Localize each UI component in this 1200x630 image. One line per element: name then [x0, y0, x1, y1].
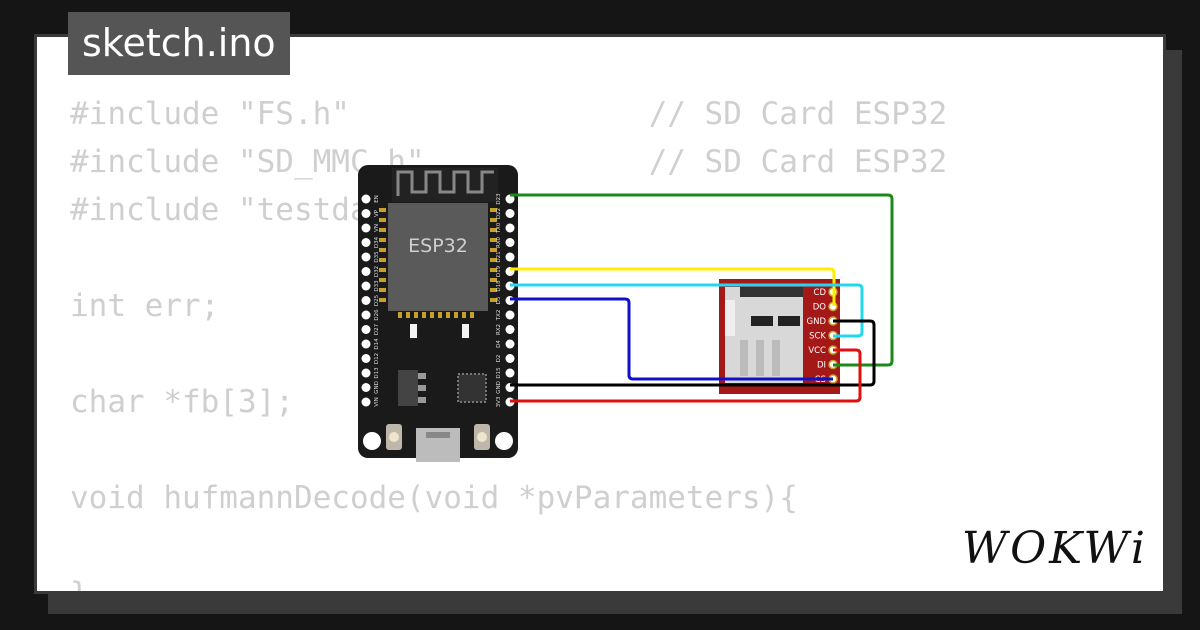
code-line: int err; — [70, 288, 220, 324]
pin-label: RX2 — [496, 324, 502, 335]
pin-label: D15 — [496, 367, 502, 379]
sd-pin-label: VCC — [808, 346, 826, 356]
pin-label: D14 — [374, 338, 380, 350]
pin-label: GND — [496, 381, 502, 394]
pin-label: VIN — [374, 397, 380, 407]
pin-label: D12 — [374, 353, 380, 364]
pin-label: D13 — [374, 367, 380, 379]
wire-d23-di[interactable] — [510, 193, 894, 367]
pin-label: D18 — [496, 280, 502, 292]
pin-label: D2 — [496, 355, 502, 363]
pin-label: D33 — [374, 280, 380, 292]
pin-label: 3V3 — [496, 396, 502, 407]
wire-d18-sck[interactable] — [510, 283, 864, 338]
sd-pin-label: SCK — [809, 332, 826, 342]
pin-label: D32 — [374, 266, 380, 277]
pin-label: D34 — [374, 236, 380, 248]
sd-pin-label: GND — [807, 317, 827, 327]
pin-label: EN — [374, 195, 380, 203]
code-line: char *fb[3]; — [70, 384, 294, 420]
pin-label: VP — [374, 209, 380, 217]
sd-card-module[interactable]: CD DO GND SCK VCC DI CS — [719, 279, 840, 394]
pin-label: D22 — [496, 208, 502, 219]
code-line: #include "FS.h" // SD Card ESP32 — [70, 96, 948, 132]
code-line: void hufmannDecode(void *pvParameters){ — [70, 480, 798, 516]
pin-label: RX0 — [496, 236, 502, 248]
wire-d19-do[interactable] — [510, 267, 836, 306]
code-editor[interactable]: #include "FS.h" // SD Card ESP32 #include… — [70, 90, 948, 594]
pin-label: GND — [374, 381, 380, 394]
code-line: } — [70, 576, 89, 594]
pin-label: D26 — [374, 309, 380, 321]
sd-pin-label: DO — [813, 303, 827, 313]
file-tab[interactable]: sketch.ino — [68, 12, 290, 75]
sd-pin-label: DI — [817, 361, 826, 371]
pin-label: D19 — [496, 265, 502, 277]
pin-label: VN — [374, 224, 380, 232]
esp32-board[interactable]: ESP32 EN VP — [358, 165, 518, 462]
wokwi-logo: WOKWi — [961, 523, 1148, 574]
wire-d5-cs[interactable] — [510, 297, 833, 381]
sd-pin-label: CD — [814, 288, 827, 298]
pin-label: D5 — [496, 296, 502, 304]
pin-label: TX0 — [496, 222, 502, 234]
pin-label: TX2 — [496, 310, 502, 322]
pin-label: D21 — [496, 251, 502, 262]
wire-gnd[interactable] — [510, 319, 876, 387]
pin-label: D25 — [374, 294, 380, 306]
code-line: #include "SD_MMC.h" // SD Card ESP32 — [70, 144, 948, 180]
pin-label: D35 — [374, 251, 380, 263]
esp32-chip-label: ESP32 — [408, 235, 468, 257]
pin-label: D23 — [496, 193, 502, 205]
wire-3v3-vcc[interactable] — [510, 348, 862, 403]
pin-label: D4 — [496, 340, 502, 348]
editor-card: #include "FS.h" // SD Card ESP32 #include… — [34, 34, 1166, 594]
pin-label: D27 — [374, 323, 380, 335]
